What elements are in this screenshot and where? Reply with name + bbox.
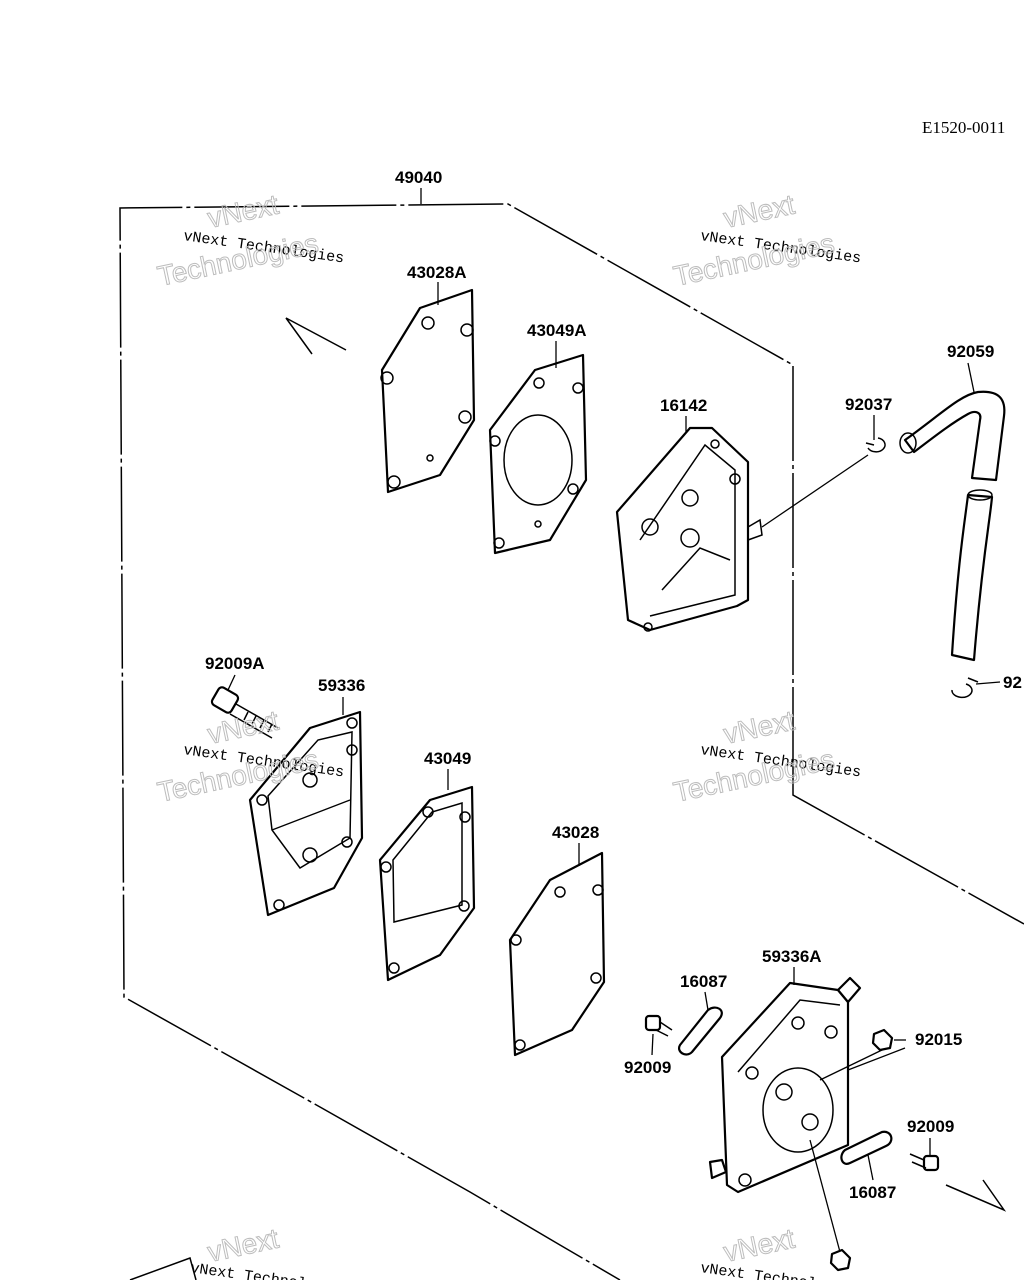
label-92037: 92037 <box>845 395 892 414</box>
diagram-code: E1520-0011 <box>922 118 1005 137</box>
label-43028A: 43028A <box>407 263 467 282</box>
watermark-mid-right: vNext vNext Technologies Technologies <box>670 704 862 808</box>
part-labels: 49040 43028A 43049A 16142 92037 92059 92… <box>205 168 1022 1202</box>
label-92009-left: 92009 <box>624 1058 671 1077</box>
watermark-top-right: vNext vNext Technologies Technologies <box>670 188 862 292</box>
svg-text:vNext: vNext <box>205 1223 282 1268</box>
label-92009-right: 92009 <box>907 1117 954 1136</box>
screw-92009-left <box>644 1014 673 1037</box>
leader-lines <box>227 188 975 1181</box>
pump-body-59336A <box>708 976 906 1253</box>
label-92059: 92059 <box>947 342 994 361</box>
label-92009A: 92009A <box>205 654 265 673</box>
corner-arrow-fragment <box>129 1257 197 1280</box>
check-valve-16087-right <box>840 1130 893 1165</box>
label-16087-right: 16087 <box>849 1183 896 1202</box>
label-92-cut: 92 <box>1003 673 1022 692</box>
svg-text:vNext Technologies: vNext Technologies <box>189 1260 352 1280</box>
svg-text:vNext: vNext <box>205 189 282 234</box>
label-16087-left: 16087 <box>680 972 727 991</box>
label-43028: 43028 <box>552 823 599 842</box>
pump-cover-16142 <box>615 426 869 632</box>
label-59336: 59336 <box>318 676 365 695</box>
svg-text:vNext: vNext <box>721 189 798 234</box>
assembly-outline <box>119 203 1024 1280</box>
label-43049: 43049 <box>424 749 471 768</box>
arrow-mark-bottom <box>945 1179 1007 1212</box>
cover-59336 <box>248 710 364 917</box>
arrow-mark-top <box>285 317 347 355</box>
label-16142: 16142 <box>660 396 707 415</box>
svg-text:vNext: vNext <box>721 1223 798 1268</box>
clip-92037 <box>865 437 886 453</box>
diaphragm-43028 <box>508 851 606 1057</box>
label-49040: 49040 <box>395 168 442 187</box>
watermark-bottom-left: vNext vNext Technologies <box>189 1222 352 1280</box>
nut-92015 <box>871 1028 894 1052</box>
svg-text:vNext: vNext <box>721 705 798 750</box>
gasket-43049 <box>378 785 476 982</box>
label-43049A: 43049A <box>527 321 587 340</box>
label-59336A: 59336A <box>762 947 822 966</box>
gasket-43049A <box>488 353 588 555</box>
diaphragm-43028A <box>380 288 476 494</box>
check-valve-16087-left <box>678 1006 723 1056</box>
svg-text:vNext: vNext <box>205 705 282 750</box>
watermark-top-left: vNext vNext Technologies Technologies <box>154 188 345 292</box>
screw-92009-right <box>909 1153 940 1172</box>
hose-92059 <box>899 390 1006 662</box>
screw-92009A <box>210 686 279 739</box>
label-92015: 92015 <box>915 1030 962 1049</box>
clip-92cut <box>951 677 979 699</box>
nut-lower <box>829 1248 852 1272</box>
